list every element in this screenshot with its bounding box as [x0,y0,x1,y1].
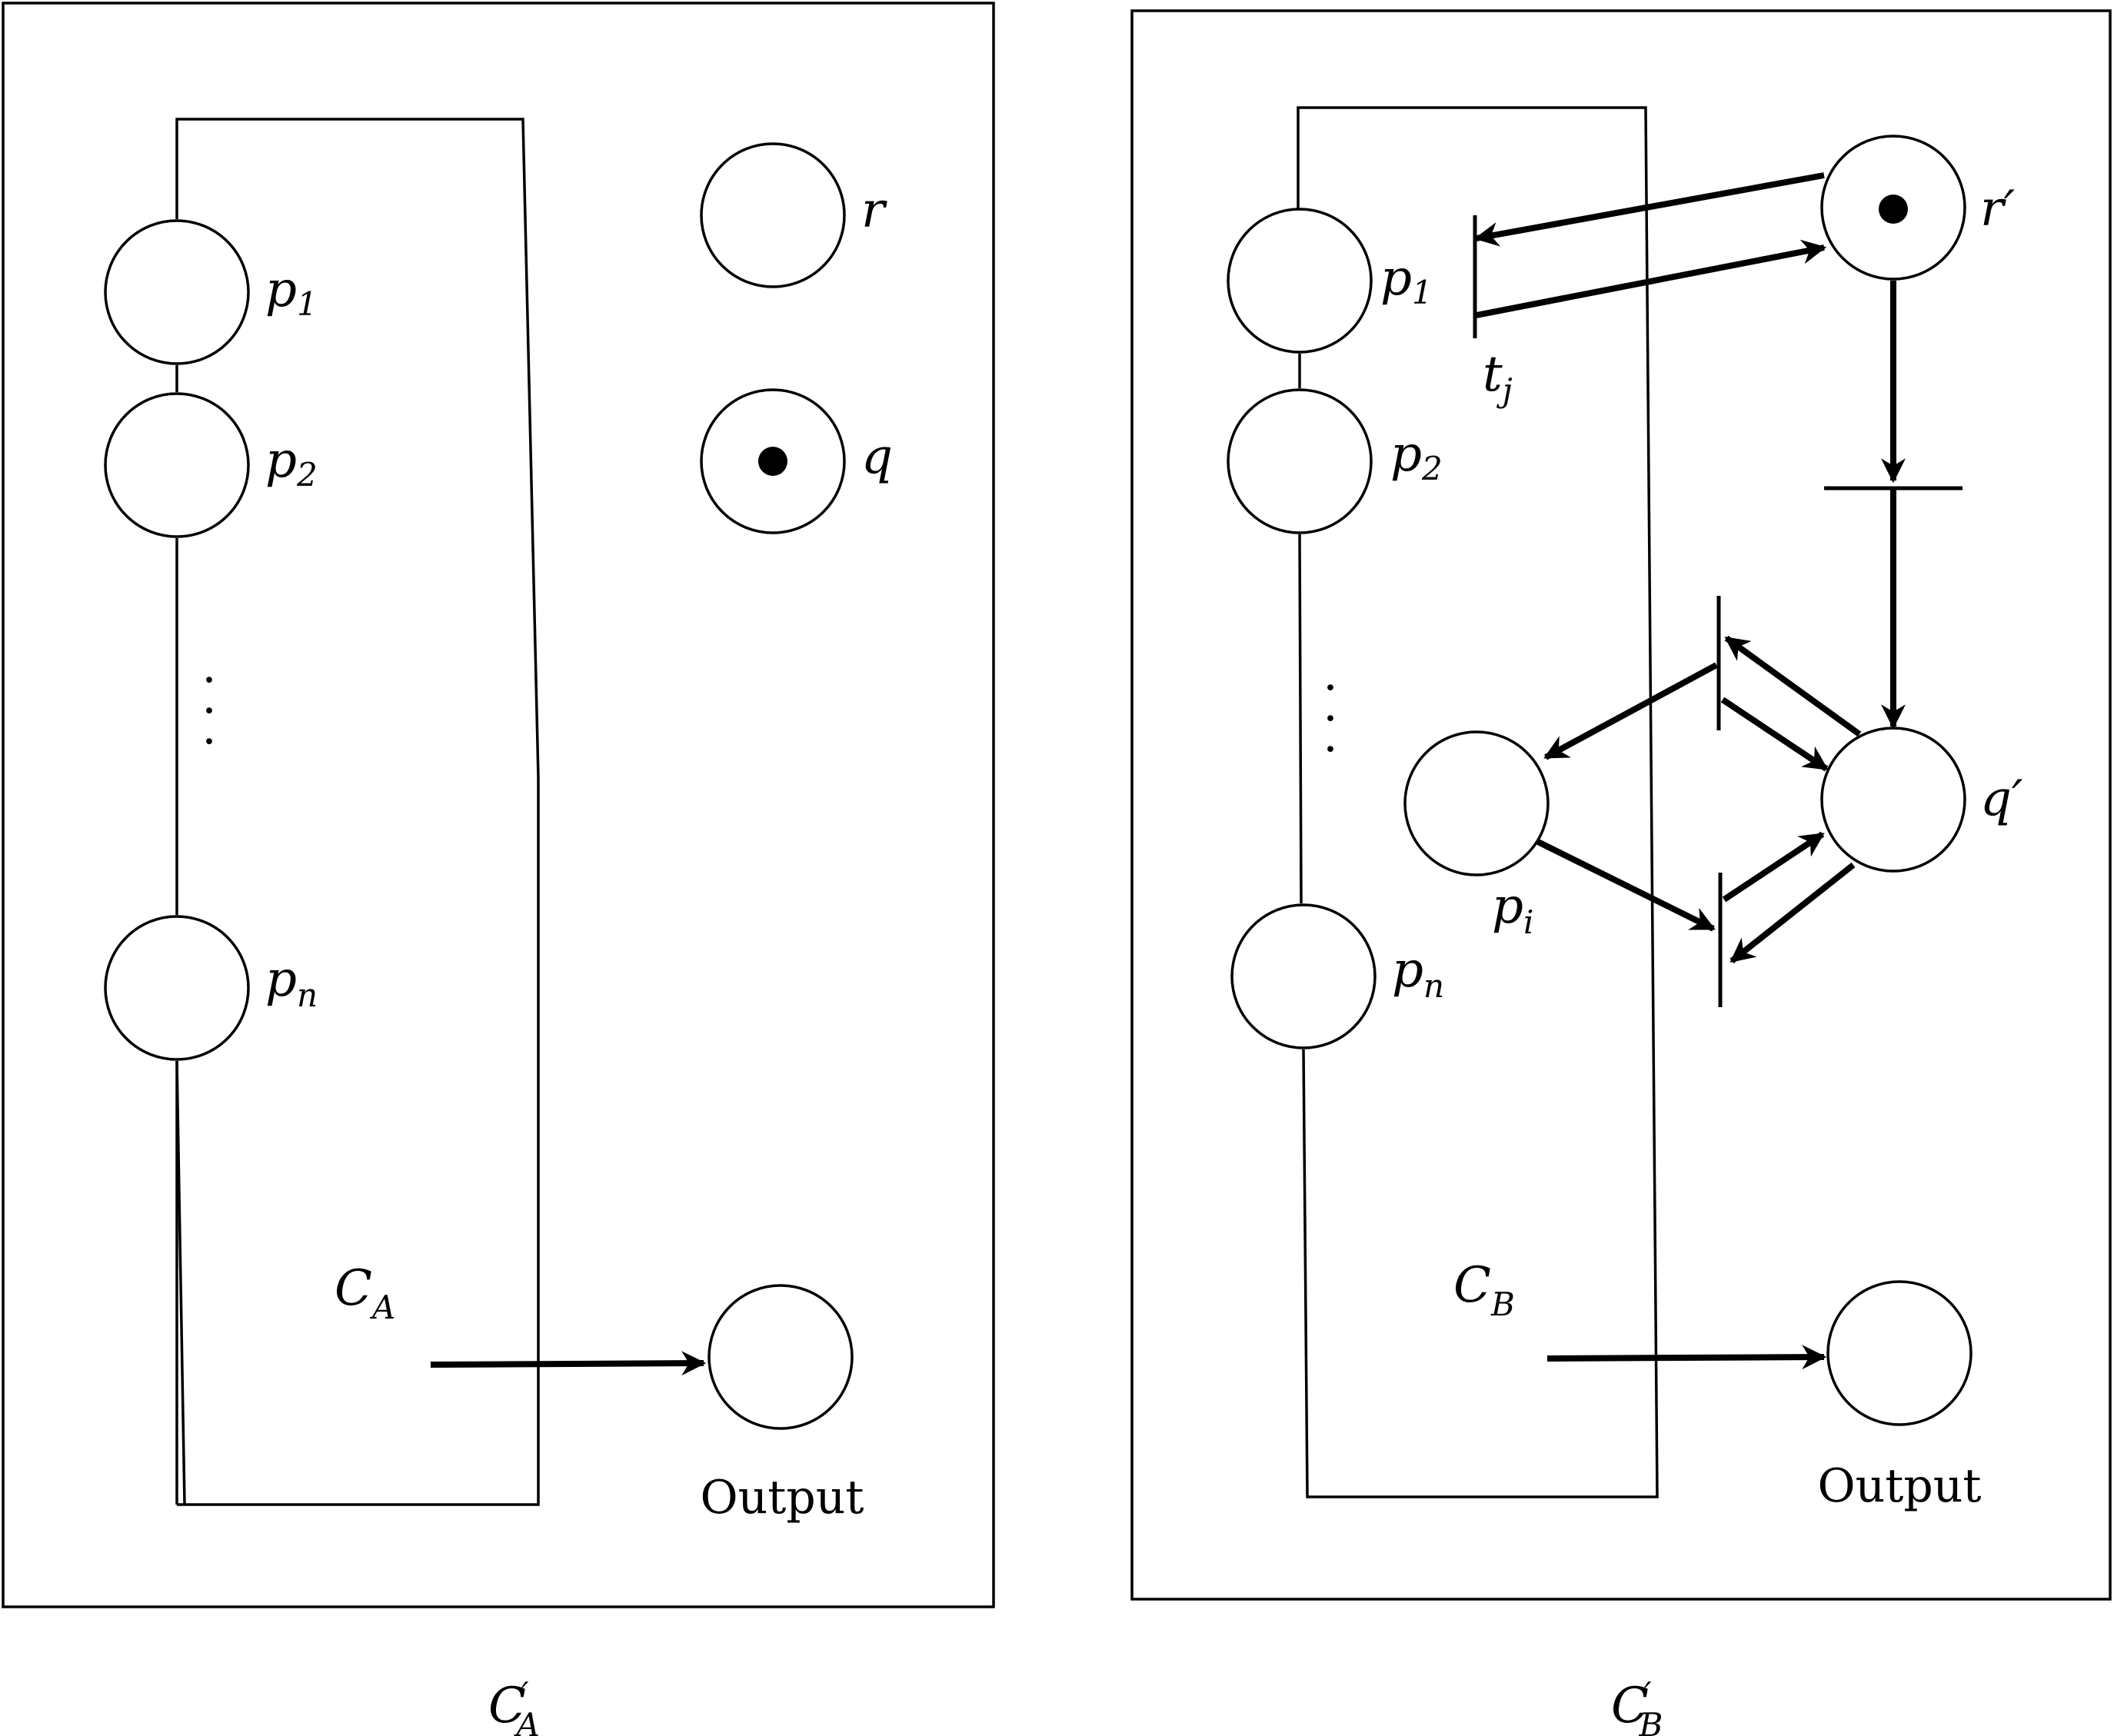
arc-r-prime-to-tj [1473,172,1825,247]
label-r: r [861,182,887,239]
right-inner-box-cb [1297,106,1659,1498]
left-inner-box-ca [175,118,540,1506]
label-output-left: Output [700,1471,864,1525]
caption-left: C [488,1678,526,1734]
label-q-prime: q′ [1980,770,2023,827]
left-inner-box-ca-mid [175,1060,186,1505]
arc-pi-to-lower [1536,839,1716,932]
place-output-left [707,1284,854,1430]
label-ca-sub: A [369,1289,395,1326]
label-r-prime: r′ [1980,181,2016,238]
place-pn [104,915,250,1061]
svg-text:C′B: C′B [1611,1675,1663,1736]
place-output-right [1826,1280,1973,1426]
place-q-prime [1820,727,1966,873]
token-r-prime [1879,195,1908,224]
label-pi-sub: i [1523,903,1533,941]
caption-right: C [1611,1678,1649,1734]
label-ca: C [335,1260,372,1317]
ellipsis-left-1: · [201,653,216,707]
arc-ca-to-output [430,1351,707,1376]
place-p1 [104,219,250,365]
arc-cb-to-output [1546,1345,1827,1370]
label-p2: p [265,432,297,489]
right-outer-frame [1130,9,2112,1601]
label-p1: p [265,261,297,318]
caption-right-sub: B [1639,1706,1663,1736]
arc-upper-to-q-prime [1720,697,1829,772]
svg-text:pi: pi [1492,878,1533,941]
label-p1-sub: 1 [297,285,318,323]
label-p2-sub: 2 [296,456,318,494]
caption-right-prime: ′ [1644,1675,1652,1713]
ellipsis-right-3: · [1323,723,1337,777]
svg-text:tj: tj [1483,346,1513,409]
arc-q-prime-to-upper [1724,635,1862,737]
label-pn-right-sub: n [1423,967,1444,1005]
arc-lower-to-q-prime [1722,831,1825,903]
label-pn-right: p [1392,942,1423,999]
label-q: q [861,428,893,485]
label-pi: p [1492,878,1523,935]
caption-left-sub: A [514,1706,540,1736]
label-p2-right-sub: 2 [1421,450,1443,487]
place-p1-right [1227,208,1373,354]
label-p1-right: p [1380,250,1412,307]
ellipsis-left-2: · [201,684,216,738]
place-r [700,142,846,288]
ellipsis-right-1: · [1323,661,1337,715]
token-q [758,447,787,476]
place-p2-right [1227,388,1373,534]
svg-text:p1: p1 [1380,250,1433,311]
label-p2-right: p [1390,426,1422,483]
label-pn-sub: n [297,976,318,1014]
label-cb-sub: B [1490,1285,1515,1323]
svg-text:p2: p2 [1390,426,1443,487]
label-output-right: Output [1817,1459,1981,1513]
label-tj: t [1483,346,1503,403]
svg-text:pn: pn [265,951,318,1014]
place-pi [1403,730,1550,876]
arc-q-prime-to-lower [1729,862,1856,964]
svg-text:CB: CB [1453,1257,1515,1323]
ellipsis-left-3: · [201,715,216,769]
place-pn-right [1230,903,1377,1049]
right-panel: p1 p2 pn pi r′ q′ tj Output CB · · · C′B [1130,9,2112,1736]
left-outer-frame [2,2,995,1608]
arc-tj-to-r-prime [1476,239,1827,318]
ellipsis-right-2: · [1323,692,1337,746]
svg-text:p2: p2 [265,432,318,494]
caption-left-prime: ′ [521,1675,529,1713]
svg-text:p1: p1 [265,261,318,323]
left-panel: p1 p2 pn r q Output CA · · · C′A [2,2,995,1736]
svg-text:C′A: C′A [488,1675,540,1736]
svg-text:pn: pn [1392,942,1444,1005]
label-p1-right-sub: 1 [1412,274,1433,311]
label-cb: C [1453,1257,1491,1314]
label-pn: p [265,951,297,1008]
place-p2 [104,392,250,538]
svg-text:CA: CA [335,1260,395,1326]
arc-upper-to-pi [1543,662,1718,760]
